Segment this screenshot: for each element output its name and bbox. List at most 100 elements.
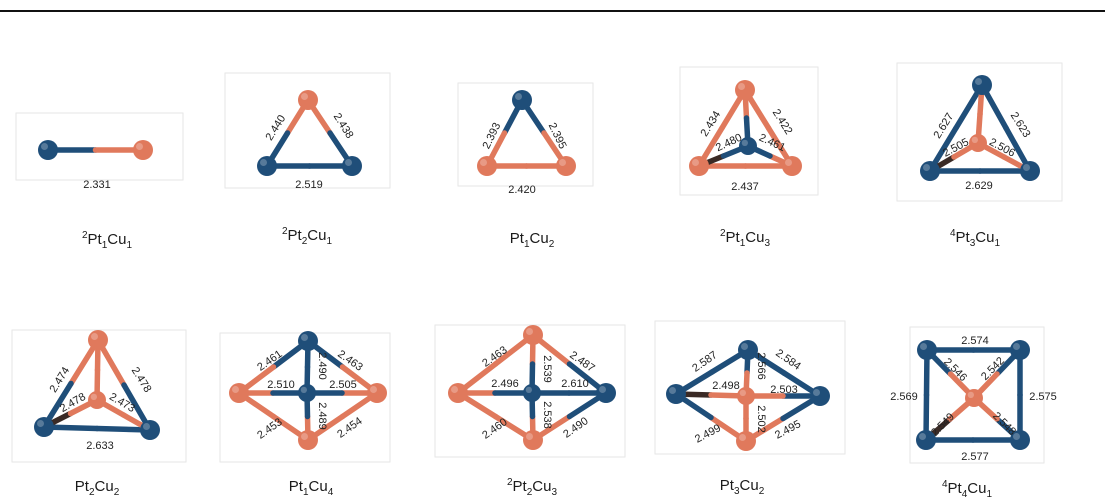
atom-count: 2 xyxy=(548,239,555,250)
bond-length-label: 2.490 xyxy=(316,352,328,380)
panel-frame xyxy=(15,112,184,181)
atom-highlight xyxy=(975,78,982,85)
atom-highlight xyxy=(599,386,606,393)
atom-highlight xyxy=(136,143,143,150)
pt-atom xyxy=(140,420,160,440)
cu-atom xyxy=(782,156,802,176)
element-symbol: Pt xyxy=(725,229,740,246)
cu-atom xyxy=(523,325,543,345)
bond-length-label: 2.633 xyxy=(86,440,114,452)
formula-pt1cu3: 2Pt1Cu3 xyxy=(720,228,770,249)
element-symbol: Cu xyxy=(739,477,759,494)
cu-atom xyxy=(88,391,106,409)
formula-pt3cu1: 4Pt3Cu1 xyxy=(950,228,1000,249)
panel-frame xyxy=(457,82,594,187)
pt-atom xyxy=(666,384,686,404)
pt-atom xyxy=(738,340,758,360)
atom-highlight xyxy=(692,159,699,166)
panel-frame xyxy=(654,320,846,455)
atom-count: 4 xyxy=(961,489,968,500)
atom-highlight xyxy=(739,389,746,396)
cu-atom xyxy=(689,156,709,176)
bond-length-label: 2.420 xyxy=(508,184,536,196)
formula-pt3cu2: Pt3Cu2 xyxy=(720,477,765,497)
atom-count: 2 xyxy=(526,487,533,498)
spin-multiplicity: 2 xyxy=(81,230,88,241)
atom-highlight xyxy=(41,143,48,150)
atom-count: 2 xyxy=(113,487,120,498)
element-symbol: Cu xyxy=(307,227,327,244)
bond-length-label: 2.503 xyxy=(770,384,798,396)
bond-length-label: 2.519 xyxy=(295,179,323,191)
atom-count: 1 xyxy=(126,240,133,251)
atom-count: 1 xyxy=(101,240,108,251)
atom-highlight xyxy=(1013,343,1020,350)
element-symbol: Pt xyxy=(947,480,962,497)
formula-pt2cu1: 2Pt2Cu1 xyxy=(282,226,332,247)
spin-multiplicity: 4 xyxy=(941,479,948,490)
atom-count: 3 xyxy=(733,486,740,497)
formula-pt2cu3: 2Pt2Cu3 xyxy=(507,477,557,498)
pt-atom xyxy=(1020,161,1040,181)
bond-length-label: 2.331 xyxy=(83,179,111,191)
atom-count: 2 xyxy=(301,236,308,247)
element-symbol: Pt xyxy=(512,478,527,495)
bond-length-label: 2.566 xyxy=(755,352,767,380)
element-symbol: Cu xyxy=(94,478,114,495)
bond-length-label: 2.460 xyxy=(480,416,509,442)
panel-frame xyxy=(434,324,626,458)
atom-highlight xyxy=(480,159,487,166)
atom-highlight xyxy=(1013,433,1020,440)
cu-atom xyxy=(523,430,543,450)
panel-frame xyxy=(224,72,391,189)
bond-length-label: 2.496 xyxy=(491,378,519,390)
atom-highlight xyxy=(301,93,308,100)
bond-length-label: 2.499 xyxy=(693,422,723,446)
cu-atom xyxy=(737,387,755,405)
formula-pt1cu4: Pt1Cu4 xyxy=(289,478,334,498)
cu-atom xyxy=(477,156,497,176)
bond-length-label: 2.575 xyxy=(1029,391,1057,403)
bond-length-label: 2.577 xyxy=(961,451,989,463)
atom-highlight xyxy=(525,386,532,393)
cu-atom xyxy=(229,383,249,403)
atom-highlight xyxy=(143,423,150,430)
atom-highlight xyxy=(967,391,974,398)
atom-count: 1 xyxy=(986,489,993,500)
atom-highlight xyxy=(920,343,927,350)
atom-highlight xyxy=(669,387,676,394)
atom-count: 1 xyxy=(523,239,530,250)
atom-highlight xyxy=(741,139,748,147)
pt-atom xyxy=(38,140,58,160)
element-symbol: Pt xyxy=(719,477,734,494)
atom-count: 1 xyxy=(326,236,333,247)
bond-length-label: 2.539 xyxy=(541,355,553,383)
cu-atom xyxy=(735,80,755,100)
atom-highlight xyxy=(91,333,98,340)
pt-atom xyxy=(512,90,532,110)
bond-length-label: 2.498 xyxy=(712,380,740,392)
panel-frame xyxy=(909,326,1045,464)
element-symbol: Pt xyxy=(288,478,303,495)
atom-count: 3 xyxy=(551,487,558,498)
formula-pt4cu1: 4Pt4Cu1 xyxy=(942,479,992,500)
top-rule xyxy=(0,10,1105,12)
cu-atom xyxy=(448,383,468,403)
pt-atom xyxy=(972,75,992,95)
pt-atom xyxy=(739,137,757,155)
pt-atom xyxy=(342,156,362,176)
formula-pt1cu1: 2Pt1Cu1 xyxy=(82,230,132,251)
bond-length-label: 2.489 xyxy=(316,402,328,430)
element-symbol: Cu xyxy=(975,229,995,246)
bond-length-label: 2.569 xyxy=(890,391,918,403)
atom-count: 2 xyxy=(758,486,765,497)
bond-length-label: 2.538 xyxy=(541,401,553,429)
element-symbol: Pt xyxy=(87,231,102,248)
bond-length-label: 2.505 xyxy=(329,379,357,391)
cu-atom xyxy=(969,134,987,152)
atom-highlight xyxy=(526,328,533,335)
pt-atom xyxy=(916,430,936,450)
cu-atom xyxy=(367,383,387,403)
